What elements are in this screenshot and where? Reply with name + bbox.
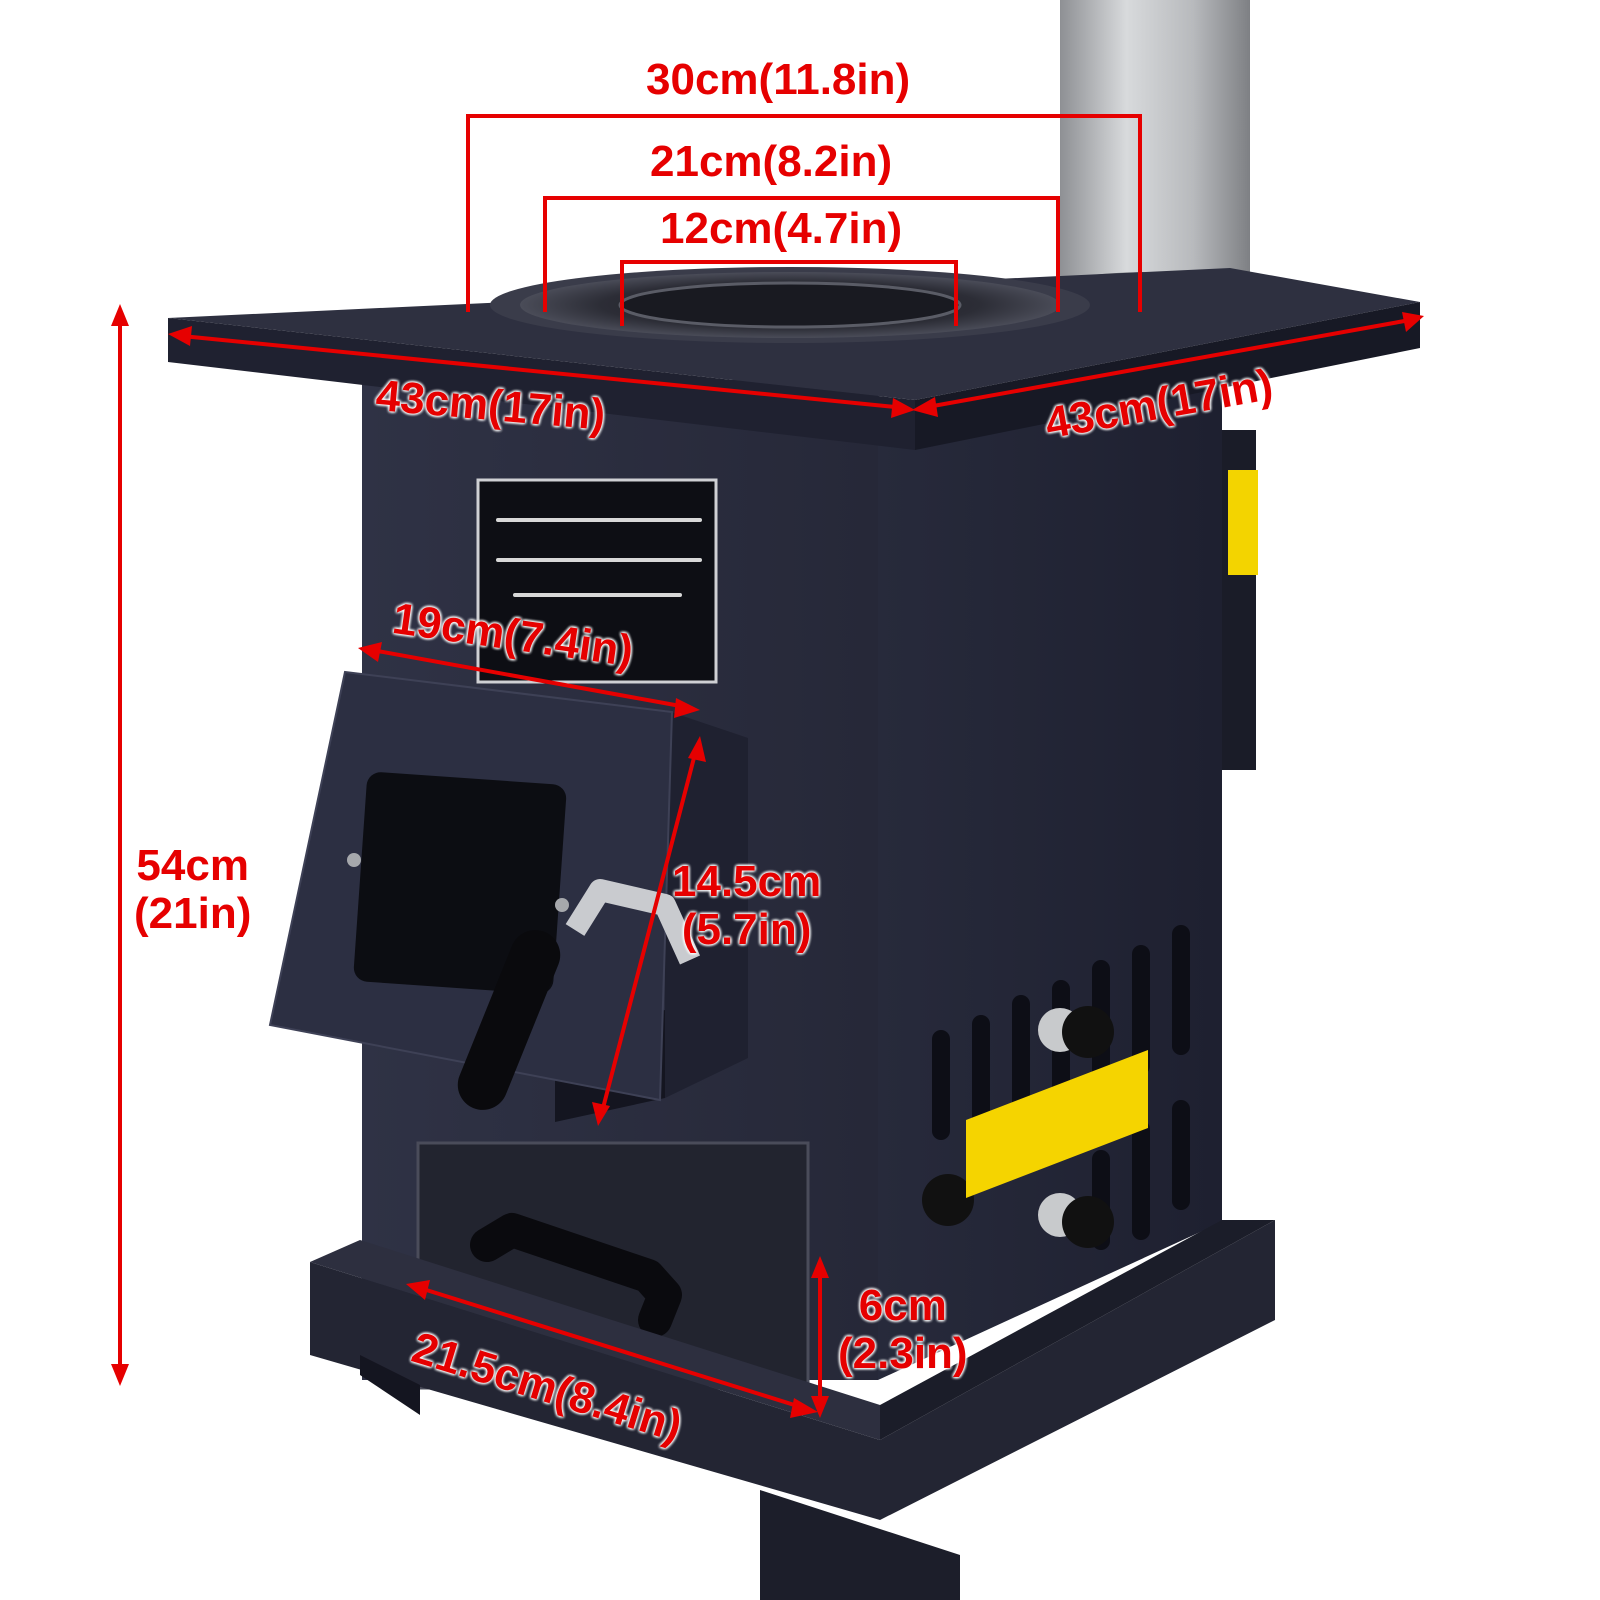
dimension-label-door-height-in: (5.7in) [681,905,812,955]
dimension-label-ring-middle: 21cm(8.2in) [650,137,893,186]
dimension-label-ash-drawer-height-cm: 6cm [858,1281,947,1330]
dimension-label-door-height-cm: 14.5cm [672,857,822,906]
warning-label [966,1050,1148,1198]
chimney-pipe [1060,0,1250,296]
air-control-knobs [922,1006,1114,1248]
dimension-lines [118,114,1411,1410]
dimension-label-ash-drawer-height: 6cm (2.3in) [838,1281,968,1379]
nameplate [476,478,718,684]
dimension-label-ash-drawer-height-in: (2.3in) [838,1329,968,1379]
cooking-rings [490,267,1090,343]
dimension-label-door-height: 14.5cm (5.7in) [672,857,822,955]
dimension-label-ring-inner: 12cm(4.7in) [660,204,903,253]
dimension-label-total-height: 54cm (21in) [134,841,252,939]
dimension-label-total-height-in: (21in) [134,889,252,939]
door-handle [457,879,701,1110]
dimension-label-total-height-cm: 54cm [136,841,249,890]
stove-base [310,1220,1275,1600]
dimension-label-chimney-outer: 30cm(11.8in) [646,55,911,104]
fire-door [268,670,674,1102]
dimension-arrowheads [111,304,1424,1418]
